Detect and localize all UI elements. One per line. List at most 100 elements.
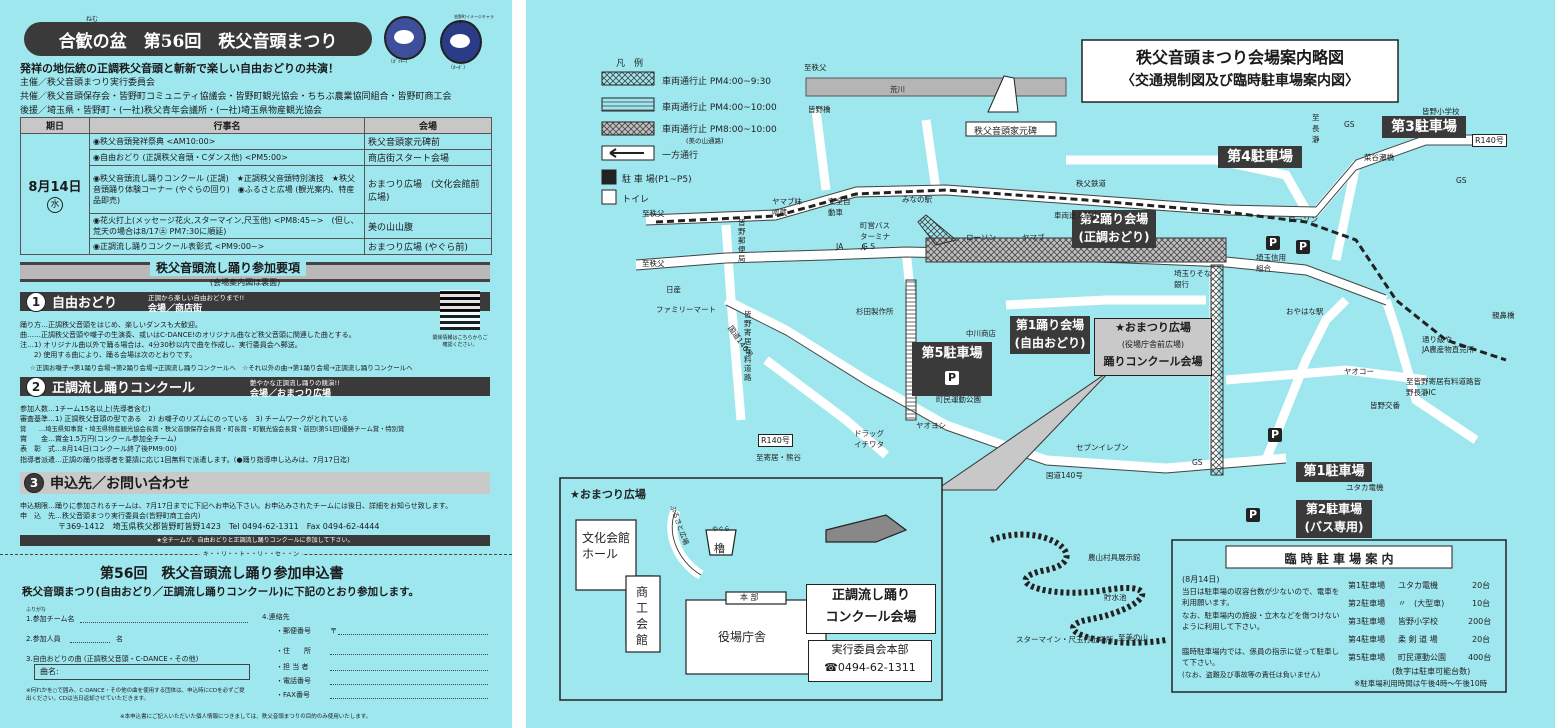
all-teams-note: ★全チームが、自由おどりと正調流し踊りコンクールに参加して下さい。: [20, 535, 490, 546]
mascot-left-label: 〔ｶﾞｯｷｰ〕: [388, 59, 411, 65]
date-day: 水: [47, 196, 63, 213]
person-input[interactable]: [330, 670, 488, 671]
parking-2-label: 第2駐車場 (バス専用): [1296, 500, 1372, 538]
place-label: 至秩父: [804, 63, 827, 72]
members-input[interactable]: [70, 642, 110, 643]
place-label: 埼玉りそな銀行: [1174, 269, 1212, 289]
parking-row-place: 皆野小学校: [1398, 617, 1438, 626]
section-2-title: 正調流し踊りコンクール: [52, 381, 196, 396]
fax-input[interactable]: [330, 698, 488, 699]
song-name-label: 曲名:: [40, 667, 59, 676]
song-name-input[interactable]: [34, 664, 250, 680]
map-subtitle: 〈交通規制図及び臨時駐車場案内図〉: [1121, 73, 1359, 89]
sec2-line: 賞 金…賞金1.5万円(コンクール参加全チーム): [20, 435, 177, 443]
team-label: 1.参加チーム名: [26, 615, 75, 623]
parking-note: (数字は駐車可能台数): [1392, 667, 1471, 676]
section-3-number: 3: [24, 473, 44, 493]
parking-date: (8月14日): [1182, 575, 1220, 584]
parking-table-title: 臨 時 駐 車 場 案 内: [1284, 552, 1394, 566]
place-label: 通り級や: [1422, 335, 1452, 344]
form-note: ※何れかを○で囲み、C-DANCE・その他の曲を使用する団体は、申込時にCDを必…: [26, 688, 245, 702]
parking-5-text: 第5駐車場: [921, 346, 983, 361]
table-row: ◉花火打上(メッセージ花火,スターマイン,尺玉他) <PM8:45~> (但し、…: [89, 213, 365, 239]
parking-note: ※駐車場利用時間は午後4時～午後10時: [1354, 679, 1488, 688]
parking-icon: P: [945, 371, 959, 385]
place-label: 車両進入禁止: [1054, 211, 1099, 220]
table-row-venue: 秩父音頭家元碑前: [364, 133, 492, 150]
place-label: 荒川: [890, 85, 905, 94]
address-input[interactable]: [330, 654, 488, 655]
sec2-line: 審査基準…1) 正調秩父音頭の型である 2) お囃子のリズムにのっている 3) …: [20, 415, 349, 423]
hq-line1: 実行委員会本部: [831, 643, 909, 656]
contest-venue-box: 正調流し踊り コンクール会場: [806, 584, 936, 634]
section-1-number: 1: [26, 291, 46, 312]
place-label: みなの駅: [902, 195, 932, 204]
section-1-bar: 1 自由おどり: [20, 291, 490, 312]
cut-line-text: キ・・リ・・ト・・リ・・セ・・ン: [200, 549, 303, 558]
place-label: 安全自動車: [828, 197, 851, 217]
contest-venue-line1: 正調流し踊り: [831, 588, 910, 603]
monument-icon: [987, 75, 1019, 113]
members-unit: 名: [116, 635, 123, 643]
parking-2-bus: (バス専用): [1304, 520, 1364, 534]
map-panel: 秩父音頭まつり会場案内略図 〈交通規制図及び臨時駐車場案内図〉 凡 例 車両通行…: [526, 0, 1555, 728]
parking-row-cap: 400台: [1468, 653, 1492, 662]
team-name-input[interactable]: [80, 622, 248, 623]
place-label: ヤオヨシ: [916, 421, 946, 430]
dance-venue-1-title: 第1踊り会場: [1015, 318, 1085, 332]
contest-venue-line2: コンクール会場: [825, 610, 917, 625]
road-network: [635, 109, 1506, 473]
festival-plaza-box: ★おまつり広場 (役場庁舎前広場) 踊りコンクール会場: [1094, 318, 1212, 376]
headline: 発祥の地伝統の正調秩父音頭と斬新で楽しい自由おどりの共演！: [20, 62, 339, 75]
parking-row-name: 第4駐車場: [1348, 635, 1386, 644]
table-row-venue: 美の山山腹: [364, 213, 492, 239]
parking-text: 当日は駐車場の収容台数が少ないので、電車を利用願います。: [1182, 587, 1340, 607]
parking-text: なお、駐車場内の施設・立木などを傷つけないように利用して下さい。: [1182, 611, 1340, 631]
table-row-venue: おまつり広場 (文化会館前広場): [364, 165, 492, 214]
place-label: 中川商店: [966, 329, 996, 338]
schedule-table: 期日 行事名 会場 8月14日 水 ◉秩父音頭発祥祭典 <AM10:00> 秩父…: [20, 117, 492, 255]
place-label: G.S: [862, 242, 875, 251]
parking-row-cap: 20台: [1472, 635, 1491, 644]
mascot-caption: 皆野町イメージキャラクター: [454, 14, 494, 25]
qr-code-icon[interactable]: [440, 290, 480, 330]
sec1-line: 曲……正調秩父音頭や囃子の生演奏、或いはC-DANCE!のオリジナル曲など秩父音…: [20, 331, 356, 339]
place-label: ファミリーマート: [656, 305, 716, 314]
map-title: 秩父音頭まつり会場案内略図: [1135, 48, 1344, 67]
addr-label: ・住 所: [276, 647, 311, 655]
parking-p1-icon: P: [1268, 428, 1282, 442]
place-label: 至皆野寄居有料道路皆野長瀞IC: [1406, 377, 1481, 397]
parking-p4-icon: P: [1266, 236, 1280, 250]
table-row-venue: おまつり広場 (やぐら前): [364, 238, 492, 255]
place-label: 至秩父: [642, 209, 665, 218]
section-1-note: 正調から楽しい自由おどりまで!!: [148, 294, 245, 302]
legend-item: 車両通行止 PM4:00~10:00: [662, 103, 777, 113]
gs-label: GS: [1456, 176, 1467, 185]
place-label: 皆野小学校: [1422, 107, 1460, 116]
place-label: JA: [836, 242, 844, 251]
r140-label: R140号: [1472, 134, 1507, 147]
host-line: 主催／秩父音頭まつり実行委員会: [20, 78, 156, 88]
place-label: 貯水池: [1104, 593, 1127, 602]
place-label: ユタカ電機: [1346, 483, 1384, 492]
dance-venue-1-sub: (自由おどり): [1014, 336, 1086, 350]
place-label: 皆野郵便局: [738, 218, 746, 263]
sec1-line: 注…1) オリジナル曲以外で踊る場合は、4分30秒以内で曲を作成し、実行委員会へ…: [20, 341, 302, 349]
parking-row-cap: 20台: [1472, 581, 1491, 590]
parking-p2-icon: P: [1246, 508, 1260, 522]
table-row: ◉秩父音頭流し踊りコンクール (正調) ★正調秩父音頭特別演技 ★秩父音頭踊り体…: [89, 165, 365, 214]
one-way-arrow-icon: [609, 148, 644, 158]
place-label: ローソン: [1288, 215, 1318, 224]
place-label: 埼玉信用組合: [1256, 253, 1286, 273]
zip-input[interactable]: [338, 634, 488, 635]
dance-venue-1: 第1踊り会場 (自由おどり): [1010, 316, 1090, 354]
tel-input[interactable]: [330, 684, 488, 685]
section-2-venue: 会場／おまつり広場: [250, 389, 332, 399]
parking-2-text: 第2駐車場: [1305, 502, 1363, 516]
sec3-line: 申込期限…踊りに参加されるチームは、7月17日までに下記へお申込下さい。お申込み…: [20, 502, 453, 510]
sec2-line: 指導者派遣…正調の踊り指導者を要請に応じ1回無料で派遣します。(●踊り指導申し込…: [20, 456, 350, 464]
song-label: 3.自由おどりの曲 (正調秩父音頭・C-DANCE・その他): [26, 655, 199, 663]
dance-venue-2: 第2踊り会場 (正調おどり): [1072, 210, 1156, 248]
legend-item: トイレ: [622, 195, 650, 205]
river-shape: [805, 77, 1067, 97]
